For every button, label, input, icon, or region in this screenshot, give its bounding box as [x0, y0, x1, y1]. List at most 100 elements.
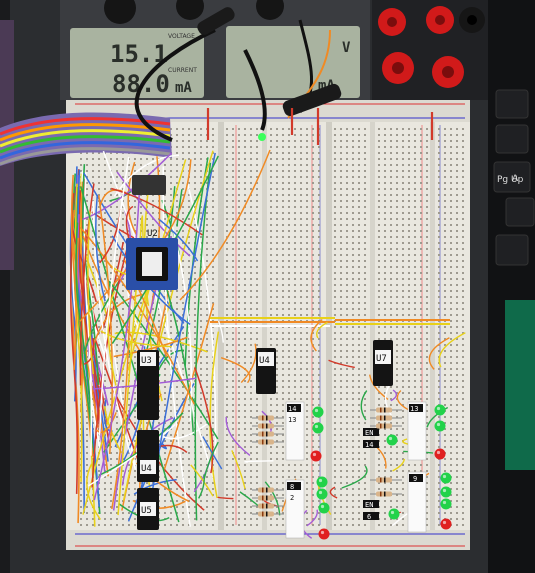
jumper-wire: [220, 356, 251, 384]
mid-label-4: 2: [290, 494, 294, 502]
chip-u7-label: U7: [376, 354, 387, 364]
chip-u4-left-label: U4: [141, 464, 152, 474]
green-indicator-led: [258, 133, 266, 141]
jumper-wire: [93, 175, 141, 501]
jumper-wire: [329, 486, 338, 499]
jumper-wire: [95, 194, 106, 302]
led: [310, 450, 322, 462]
jumper-wire: [114, 331, 208, 353]
voltage-display: VOLTAGE 15.1 CURRENT 88.0 mA: [70, 28, 204, 98]
jumper-wire: [83, 280, 120, 355]
chip-u5-label: U5: [141, 506, 152, 516]
jumper-wire: [122, 150, 214, 501]
right-label-2: EN: [365, 429, 373, 437]
chip-u4-mid-label: U4: [259, 356, 270, 366]
jumper-wire: [111, 187, 203, 236]
jumper-wire: [360, 390, 368, 421]
jumper-wire: [111, 303, 131, 510]
led: [386, 434, 398, 446]
jumper-wire: [107, 291, 117, 386]
jumper-wire: [217, 320, 224, 343]
chip-u2-label: U2: [147, 229, 158, 239]
jumper-wire: [231, 450, 246, 489]
led: [434, 448, 446, 460]
chip-u5: U5: [137, 488, 159, 530]
jumper-wire: [116, 171, 191, 257]
mid-label-3: 8: [290, 483, 294, 491]
label-modules: 14 13 8 2 13 EN 14 9 EN 6: [285, 401, 427, 539]
chip-u7: U7: [373, 340, 393, 386]
jumper-wire: [113, 154, 180, 197]
jumper-wire: [92, 377, 197, 390]
resistors: [252, 407, 402, 517]
jumper-wire: [209, 331, 220, 499]
led: [316, 488, 328, 500]
jumper-wire: [428, 337, 450, 370]
led: [434, 420, 446, 432]
led: [312, 406, 324, 418]
led: [318, 528, 330, 540]
jumper-wire: [79, 226, 195, 405]
jumper-wire: [244, 460, 274, 463]
jumper-wire: [95, 412, 117, 434]
led: [440, 486, 452, 498]
right-label-6: 6: [367, 513, 371, 521]
led: [312, 422, 324, 434]
jumper-wire: [190, 464, 214, 497]
jumper-wire: [225, 416, 251, 456]
jumper-wire: [264, 481, 281, 516]
probe-cables: [134, 7, 342, 142]
jumper-wire: [80, 186, 180, 523]
jumper-wire: [240, 343, 257, 384]
right-label-4: 9: [413, 475, 417, 483]
chip-u3: U3: [137, 350, 159, 420]
right-display: V mA: [226, 26, 360, 98]
jumper-wire: [396, 390, 410, 411]
header-connector: [132, 175, 166, 195]
jumper-wire: [86, 463, 102, 520]
jumper-wire: [316, 321, 328, 339]
jumper-wire: [108, 280, 219, 440]
jumper-wire: [127, 161, 138, 236]
jumper-wire: [179, 149, 271, 301]
led: [388, 508, 400, 520]
jumper-wire: [102, 150, 216, 483]
leds: [310, 404, 452, 540]
jumper-wire: [328, 359, 355, 369]
current-unit: mA: [175, 80, 192, 96]
jumper-wire: [103, 406, 123, 454]
jumper-wire: [101, 242, 124, 334]
jumper-wire: [202, 436, 223, 470]
voltage-label: VOLTAGE: [168, 33, 195, 40]
jumper-wire: [92, 200, 137, 470]
knobs: [104, 0, 284, 24]
key-pgup-label: Pg Up: [497, 175, 524, 185]
jumper-wire: [79, 183, 95, 386]
keyboard-area: [488, 0, 535, 573]
jumper-wire: [151, 152, 216, 494]
jumper-wire: [69, 226, 79, 494]
jumper-wire: [158, 219, 199, 262]
led: [316, 476, 328, 488]
jumper-wire: [306, 509, 319, 527]
jumper-wire: [100, 330, 172, 348]
jumper-wire: [70, 174, 77, 370]
jumper-wire: [160, 423, 208, 440]
jumper-wire: [261, 410, 273, 434]
jumper-wire: [391, 513, 408, 527]
right-volt-unit: V: [342, 40, 351, 56]
mid-label-2: 13: [288, 416, 296, 424]
jumper-wire: [98, 156, 130, 436]
jumper-wire: [74, 183, 83, 482]
led: [440, 498, 452, 510]
jumper-wire: [69, 206, 77, 402]
key-a-label: A: [512, 174, 519, 184]
jumper-wire: [341, 465, 368, 489]
ribbon-cable: [0, 112, 172, 166]
led: [318, 502, 330, 514]
jumper-wire: [87, 211, 95, 375]
jumper-wire: [438, 332, 466, 368]
current-label: CURRENT: [168, 67, 197, 74]
chip-u4-mid: U4: [256, 348, 276, 394]
